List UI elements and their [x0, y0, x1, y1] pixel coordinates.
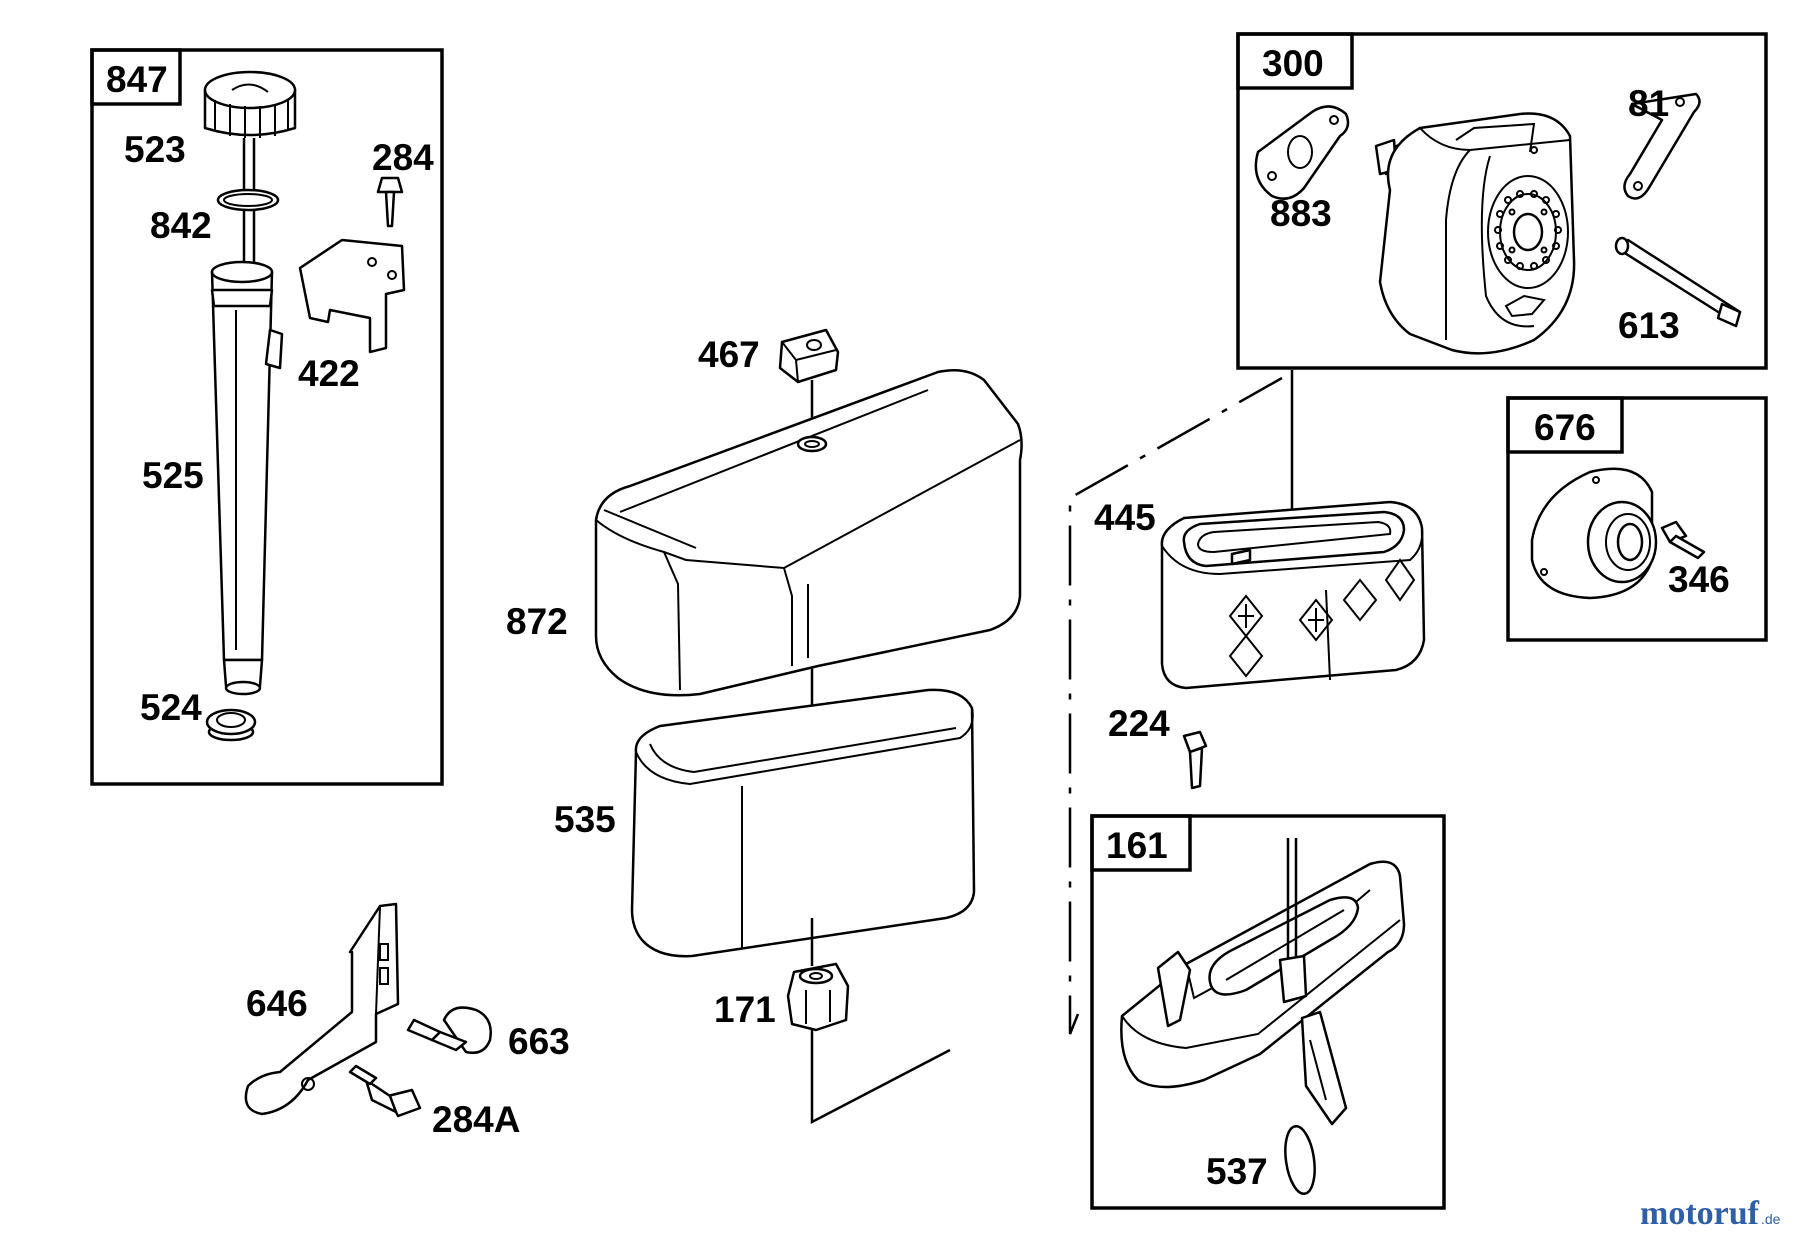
part-284-screw: [376, 176, 404, 228]
label-224: 224: [1108, 703, 1170, 744]
watermark-text: motoruf.de: [1640, 1195, 1781, 1232]
label-525: 525: [142, 455, 204, 496]
part-523-oil-cap: [203, 70, 297, 138]
bracket-group: 646 663 284A: [244, 902, 570, 1140]
part-300-muffler: [1374, 112, 1576, 355]
group-300-tag: [1236, 32, 1354, 90]
label-445: 445: [1094, 497, 1156, 538]
label-535: 535: [554, 799, 616, 840]
group-676: 676 346: [1506, 396, 1768, 642]
muffler-perforations: [1494, 190, 1562, 270]
label-81: 81: [1628, 83, 1669, 124]
group-847-tag: [90, 48, 182, 106]
part-467-knob: [778, 328, 840, 384]
label-284: 284: [372, 137, 434, 178]
group-676-number: 676: [1534, 407, 1596, 448]
part-525-tube: [210, 260, 284, 696]
part-284a-screw: [348, 1064, 422, 1118]
group-161-tag: [1090, 814, 1192, 872]
part-663-screw: [406, 1006, 492, 1054]
label-842: 842: [150, 205, 212, 246]
label-523: 523: [124, 129, 186, 170]
air-cleaner-assembly: 467 872 535 171: [506, 328, 1023, 1125]
part-646-bracket: [244, 902, 400, 1116]
label-537: 537: [1206, 1151, 1268, 1192]
label-171: 171: [714, 989, 776, 1030]
label-467: 467: [698, 334, 760, 375]
label-524: 524: [140, 687, 202, 728]
group-847-frame: [90, 48, 444, 786]
label-646: 646: [246, 983, 308, 1024]
label-422: 422: [298, 353, 360, 394]
connector-line: [1068, 376, 1283, 1035]
group-847: 847: [90, 48, 444, 786]
watermark-logo: motoruf.de: [1640, 1195, 1781, 1232]
group-847-number: 847: [106, 59, 168, 100]
label-872: 872: [506, 601, 568, 642]
part-171-grommet: [786, 962, 850, 1032]
part-613-stud: [1614, 236, 1742, 328]
label-284a: 284A: [432, 1099, 520, 1140]
part-537-o-ring: [1284, 1125, 1316, 1195]
label-663: 663: [508, 1021, 570, 1062]
group-676-tag: [1506, 396, 1624, 454]
part-535-sleeve: [630, 688, 976, 958]
part-883-gasket: [1254, 105, 1350, 200]
part-524-grommet: [205, 708, 257, 742]
part-676-adapter: [1530, 467, 1658, 600]
label-613: 613: [1618, 305, 1680, 346]
group-300-frame: [1236, 32, 1768, 370]
label-883: 883: [1270, 193, 1332, 234]
group-161-number: 161: [1106, 825, 1168, 866]
group-161-frame: [1090, 814, 1446, 1210]
part-224-screw: 224: [1108, 703, 1208, 790]
group-300: 300: [1236, 32, 1768, 370]
part-346-screw: [1660, 520, 1706, 560]
group-676-frame: [1506, 396, 1768, 642]
part-422-bracket: [298, 238, 406, 354]
group-300-number: 300: [1262, 43, 1324, 84]
label-346: 346: [1668, 559, 1730, 600]
part-445-filter: 445: [1094, 370, 1426, 690]
part-161-base: [1120, 838, 1406, 1126]
group-161: 161 537: [1090, 814, 1446, 1210]
part-872-cover: [594, 369, 1023, 697]
part-81-deflector: [1623, 92, 1701, 200]
